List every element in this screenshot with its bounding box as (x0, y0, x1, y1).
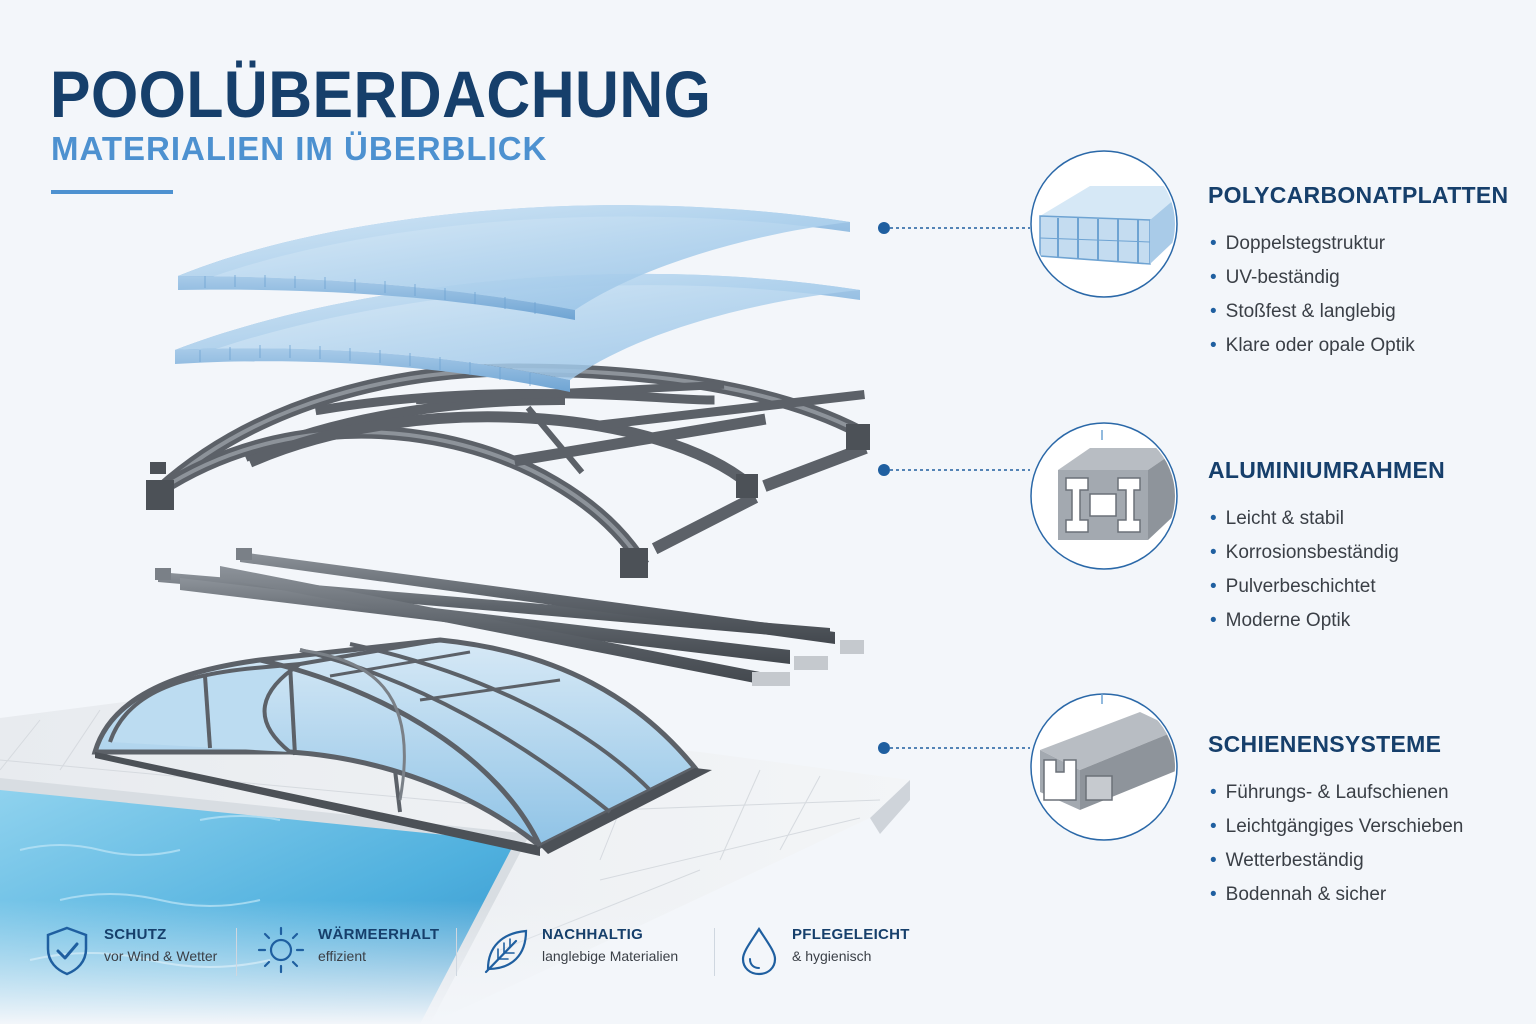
list-item: Moderne Optik (1208, 604, 1528, 638)
list-item: Klare oder opale Optik (1208, 329, 1528, 363)
leaf-icon (484, 929, 528, 974)
feature-list: Leicht & stabil Korrosionsbeständig Pulv… (1208, 502, 1528, 638)
badge-subtitle: vor Wind & Wetter (104, 948, 218, 964)
sun-icon (257, 926, 305, 974)
badge-divider (714, 928, 715, 976)
water-drop-icon (741, 926, 777, 976)
polycarbonate-panel-upper (178, 205, 850, 320)
list-item: Wetterbeständig (1208, 844, 1528, 878)
list-item: Pulverbeschichtet (1208, 570, 1528, 604)
feature-list: Führungs- & Laufschienen Leichtgängiges … (1208, 776, 1528, 912)
connector-lines (878, 222, 1030, 754)
badge-protection: SCHUTZ vor Wind & Wetter (44, 925, 217, 977)
list-item: Leicht & stabil (1208, 502, 1528, 536)
section-title: POLYCARBONATPLATTEN (1208, 182, 1509, 208)
rail-detail-circle (1030, 693, 1178, 841)
section-title: ALUMINIUMRAHMEN (1208, 457, 1446, 483)
badge-heat: WÄRMEERHALT effizient (256, 925, 439, 975)
title-underline (51, 190, 173, 194)
assembled-enclosure (91, 637, 712, 856)
badge-divider (236, 928, 237, 976)
section-title: SCHIENENSYSTEME (1208, 731, 1442, 757)
section-aluminium: ALUMINIUMRAHMEN Leicht & stabil Korrosio… (1208, 457, 1528, 638)
badge-sustainable: NACHHALTIG langlebige Materialien (482, 925, 678, 975)
badge-title: WÄRMEERHALT (318, 926, 440, 943)
shield-check-icon (46, 926, 88, 976)
badge-subtitle: langlebige Materialien (542, 948, 679, 964)
badge-subtitle: effizient (318, 948, 366, 964)
list-item: Bodennah & sicher (1208, 878, 1528, 912)
polycarbonate-detail-circle (1030, 150, 1178, 298)
section-polycarbonate: POLYCARBONATPLATTEN Doppelstegstruktur U… (1208, 182, 1528, 363)
badge-divider (456, 928, 457, 976)
aluminium-frame (150, 363, 869, 570)
badge-title: PFLEGELEICHT (792, 926, 910, 943)
page-subtitle: MATERIALIEN IM ÜBERBLICK (51, 130, 548, 167)
polycarbonate-panel-lower (175, 273, 860, 392)
list-item: UV-beständig (1208, 261, 1528, 295)
badge-title: SCHUTZ (104, 926, 167, 943)
page-title: POOLÜBERDACHUNG (50, 57, 712, 131)
feature-list: Doppelstegstruktur UV-beständig Stoßfest… (1208, 227, 1528, 363)
aluminium-detail-circle (1030, 422, 1178, 570)
badge-subtitle: & hygienisch (792, 948, 872, 964)
badge-easy-care: PFLEGELEICHT & hygienisch (738, 925, 910, 977)
badge-title: NACHHALTIG (542, 926, 644, 943)
section-rails: SCHIENENSYSTEME Führungs- & Laufschienen… (1208, 731, 1528, 912)
rails-group (155, 548, 864, 686)
list-item: Doppelstegstruktur (1208, 227, 1528, 261)
list-item: Stoßfest & langlebig (1208, 295, 1528, 329)
frame-end-caps (146, 424, 870, 578)
list-item: Führungs- & Laufschienen (1208, 776, 1528, 810)
list-item: Korrosionsbeständig (1208, 536, 1528, 570)
list-item: Leichtgängiges Verschieben (1208, 810, 1528, 844)
